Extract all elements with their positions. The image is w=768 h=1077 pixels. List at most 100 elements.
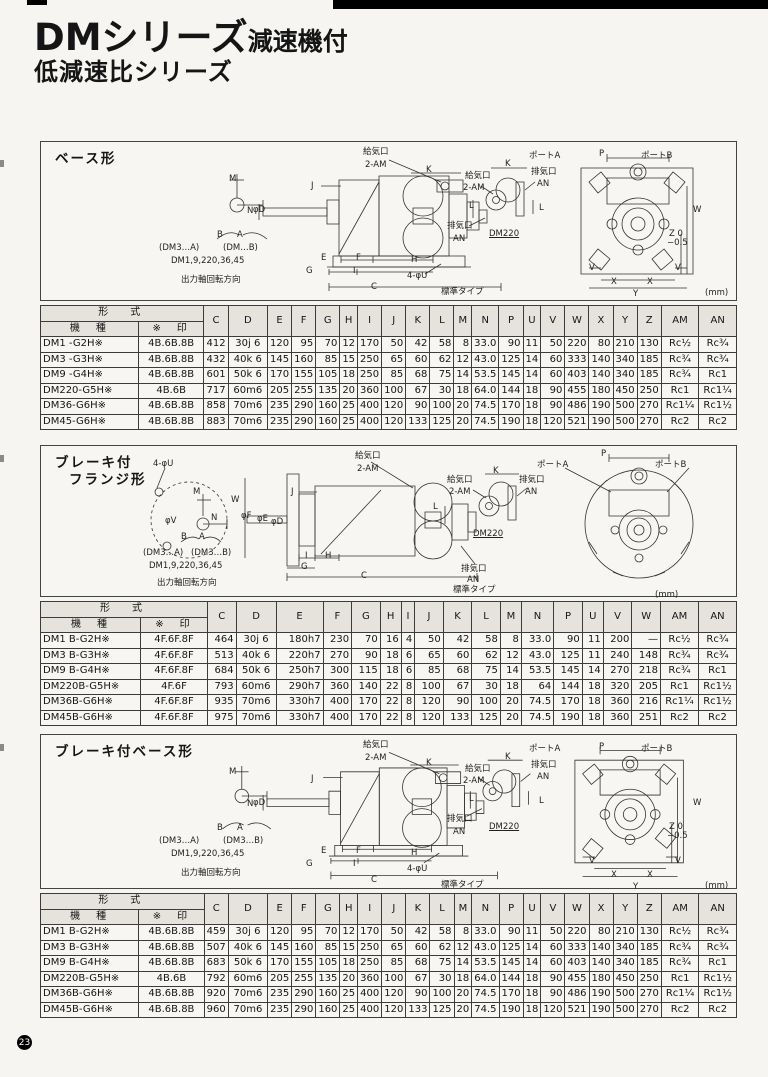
dimension-label: 出力軸回転方向 — [181, 868, 241, 878]
column-header-m: M — [499, 601, 522, 633]
dimension-label: (DM…B) — [223, 243, 258, 253]
dimension-label: 2-AM — [365, 753, 387, 763]
value-cell-l: 62 — [429, 939, 455, 956]
value-cell-u: 18 — [522, 382, 542, 399]
technical-drawing-brake-base: ブレーキ付ベース形 — [40, 734, 737, 891]
value-cell-c: 717 — [203, 382, 229, 399]
value-cell-d: 40k 6 — [235, 647, 277, 664]
value-cell-c: 792 — [203, 970, 229, 987]
value-cell-u: 18 — [522, 970, 542, 987]
value-cell-i: 250 — [357, 955, 383, 972]
dimension-label: E — [321, 253, 327, 263]
dimension-label: 4-φU — [407, 864, 428, 874]
value-cell-e: 235 — [267, 413, 293, 430]
value-cell-c: 883 — [203, 413, 229, 430]
value-cell-k: 67 — [442, 678, 473, 695]
value-cell-z: 270 — [636, 398, 662, 415]
page-title: DMシリーズ減速機付 低減速比シリーズ — [34, 18, 348, 86]
value-cell-p: 90 — [553, 632, 583, 649]
value-cell-d: 70m6 — [227, 986, 269, 1003]
value-cell-y: 450 — [612, 382, 638, 399]
column-subheader: ※ 印 — [140, 616, 208, 633]
dimension-label: (DM3…B) — [223, 836, 264, 846]
dimension-label: (DM3…A) — [159, 243, 200, 253]
value-cell-u: 18 — [581, 709, 604, 726]
value-cell-h: 25 — [339, 1001, 359, 1018]
dimension-label: ポートA — [537, 460, 569, 470]
value-cell-n: 53.5 — [471, 955, 500, 972]
value-cell-j: 85 — [381, 955, 407, 972]
value-cell-p: 144 — [553, 678, 583, 695]
value-cell-p: 190 — [498, 1001, 524, 1018]
value-cell-m: 20 — [453, 398, 473, 415]
model-cell: DM3 B-G3H※ — [39, 939, 140, 956]
column-header-w: W — [564, 305, 590, 337]
column-group-header: 形 式 — [40, 893, 205, 910]
value-cell-n: 53.5 — [471, 367, 500, 384]
value-cell-p: 125 — [498, 351, 524, 368]
value-cell-am: Rc1 — [660, 970, 700, 987]
value-cell-n: 74.5 — [471, 398, 500, 415]
value-cell-u: 14 — [522, 955, 542, 972]
value-cell-p: 125 — [498, 939, 524, 956]
dimension-label: AN — [467, 575, 480, 585]
dimension-label: N — [247, 206, 254, 216]
section-title: ブレーキ付ベース形 — [55, 744, 194, 760]
mark-cell: 4B.6B — [138, 970, 205, 987]
dimension-label: φE — [257, 514, 268, 524]
mark-cell: 4F.6F.8F — [140, 663, 208, 680]
column-header-j: J — [414, 601, 444, 633]
value-cell-w: 521 — [564, 413, 590, 430]
value-cell-c: 432 — [203, 351, 229, 368]
dimension-label: 2-AM — [365, 160, 387, 170]
model-cell: DM45B-G6H※ — [40, 709, 141, 726]
value-cell-z: 250 — [636, 970, 662, 987]
value-cell-n: 33.0 — [520, 632, 555, 649]
value-cell-am: Rc¾ — [660, 351, 700, 368]
value-cell-g: 85 — [315, 351, 341, 368]
column-header-am: AM — [660, 893, 700, 925]
value-cell-f: 160 — [291, 939, 317, 956]
column-header-w: W — [631, 601, 661, 633]
value-cell-h: 25 — [339, 986, 359, 1003]
value-cell-an: Rc1½ — [698, 398, 737, 415]
dimension-label: DM220 — [473, 529, 504, 539]
value-cell-w: 486 — [564, 398, 590, 415]
value-cell-p: 144 — [498, 382, 524, 399]
dimension-label: 給気口 — [465, 764, 491, 774]
column-header-g: G — [315, 893, 341, 925]
value-cell-l: 75 — [429, 367, 455, 384]
value-cell-y: 500 — [612, 398, 638, 415]
dimension-label: ポートA — [529, 151, 561, 161]
dimension-label: H — [325, 551, 332, 561]
column-header-h: H — [339, 305, 359, 337]
dimension-label: L — [539, 796, 544, 806]
value-cell-m: 20 — [499, 709, 522, 726]
value-cell-k: 60 — [405, 351, 431, 368]
dimension-label: C — [371, 282, 377, 292]
column-header-n: N — [520, 601, 555, 633]
value-cell-h: 25 — [339, 398, 359, 415]
dimension-label: X — [611, 277, 617, 287]
value-cell-e: 180h7 — [275, 632, 324, 649]
model-cell: DM45-G6H※ — [40, 413, 139, 430]
column-header-k: K — [405, 305, 431, 337]
model-cell: DM36B-G6H※ — [40, 694, 141, 711]
value-cell-f: 300 — [322, 663, 353, 680]
column-header-p: P — [498, 893, 524, 925]
value-cell-f: 400 — [322, 694, 353, 711]
value-cell-l: 30 — [429, 970, 455, 987]
value-cell-w: 403 — [564, 367, 590, 384]
value-cell-w: 216 — [631, 694, 661, 711]
value-cell-am: Rc¾ — [660, 647, 699, 664]
value-cell-i: 8 — [400, 678, 416, 695]
value-cell-d: 50k 6 — [227, 367, 269, 384]
value-cell-k: 90 — [405, 986, 431, 1003]
value-cell-an: Rc1½ — [698, 678, 737, 695]
dimension-label: AN — [525, 487, 538, 497]
value-cell-n: 43.0 — [471, 939, 500, 956]
